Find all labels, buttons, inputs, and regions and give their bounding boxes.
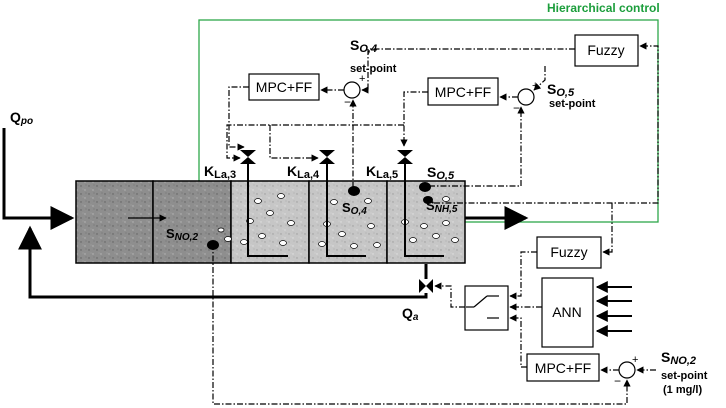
svg-text:−: − (614, 374, 621, 388)
mpc-ff-bottom-block (526, 353, 600, 382)
kla3-label: KLa,3 (204, 163, 236, 181)
control-signals (212, 42, 659, 405)
svg-text:−: − (513, 101, 520, 115)
so5-tank-label: SO,5 (427, 164, 455, 182)
fuzzy-mid-block (536, 236, 602, 269)
valve-qa[interactable] (419, 279, 433, 293)
aeration-bubbles (217, 193, 459, 249)
so4-setpoint-label: SO,4 (350, 37, 377, 55)
aerobic-tank-5 (386, 180, 466, 264)
anoxic-tank-2 (152, 180, 232, 264)
svg-text:MPC+FF: MPC+FF (535, 360, 591, 376)
valve-kla3[interactable] (240, 150, 256, 164)
sno2-setpoint-label: SNO,2 (661, 349, 696, 367)
aerobic-tank-3 (230, 180, 310, 264)
valve-kla4[interactable] (319, 150, 335, 164)
sno2-tank-label: SNO,2 (166, 226, 198, 243)
sensor-so4 (348, 186, 360, 196)
svg-text:+: + (359, 73, 365, 85)
svg-text:Fuzzy: Fuzzy (550, 244, 587, 260)
sensor-snh5 (423, 196, 433, 204)
kla4-label: KLa,4 (287, 163, 320, 181)
so4-tank-label: SO,4 (342, 200, 367, 217)
svg-text:+: + (632, 354, 638, 366)
svg-text:ANN: ANN (552, 304, 582, 320)
so5-setpoint-label: SO,5 (547, 81, 575, 99)
qa-label: Qa (402, 305, 419, 323)
svg-text:Fuzzy: Fuzzy (587, 42, 624, 58)
valve-kla5[interactable] (397, 150, 413, 164)
svg-text:MPC+FF: MPC+FF (435, 84, 491, 100)
switch-block[interactable] (464, 285, 509, 331)
ann-block (541, 277, 594, 348)
sno2-setpoint-caption: set-point (661, 370, 708, 382)
aeration-pipes (247, 162, 444, 257)
so4-setpoint-caption: set-point (350, 63, 397, 75)
sensor-so5 (419, 182, 431, 192)
snh5-label: SNH,5 (426, 198, 458, 215)
aerobic-tank-4 (308, 180, 388, 264)
qpo-label: Qpo (10, 109, 33, 127)
svg-text:−: − (344, 95, 351, 109)
svg-text:MPC+FF: MPC+FF (256, 79, 312, 95)
fuzzy-top-block (574, 34, 639, 67)
sno2-setpoint-value: (1 mg/l) (663, 384, 702, 396)
kla5-label: KLa,5 (366, 163, 398, 181)
so5-setpoint-caption: set-point (549, 98, 596, 110)
ann-input-arrows (595, 281, 632, 337)
sensor-sno2 (207, 240, 219, 250)
anoxic-tank-1 (75, 180, 154, 264)
sensors (207, 182, 433, 250)
svg-text:+: + (532, 80, 538, 92)
hierarchical-control-label: Hierarchical control (547, 1, 660, 15)
reactor-tanks (75, 180, 466, 264)
mpc-ff-right-block (427, 77, 499, 106)
